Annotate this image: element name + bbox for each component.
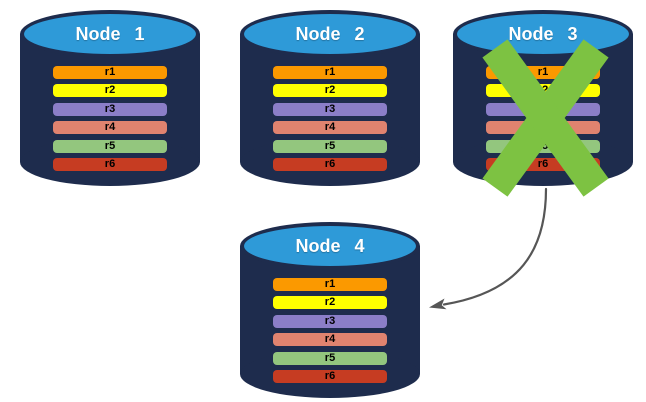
cylinder-top: Node 4 — [240, 222, 420, 270]
node-label: Node 3 — [508, 23, 578, 44]
record-bar-r1: r1 — [53, 66, 167, 79]
record-bar-r1: r1 — [273, 66, 387, 79]
record-bar-r2: r2 — [273, 84, 387, 98]
record-stack: r1 r2 r3 r4 r5 r6 — [273, 66, 387, 176]
record-bar-r5: r5 — [273, 139, 387, 153]
record-bar-r6: r6 — [273, 369, 387, 383]
record-bar-r4: r4 — [273, 121, 387, 135]
arrow-head-icon — [429, 298, 447, 310]
cylinder-top: Node 1 — [20, 10, 200, 58]
record-bar-r3: r3 — [53, 102, 167, 116]
node-1: Node 1 r1 r2 r3 r4 r5 r6 — [20, 8, 200, 186]
cylinder-top: Node 3 — [453, 10, 633, 58]
record-bar-r5: r5 — [273, 351, 387, 365]
record-bar-r3: r3 — [273, 102, 387, 116]
node-label: Node 2 — [295, 23, 365, 44]
node-2: Node 2 r1 r2 r3 r4 r5 r6 — [240, 8, 420, 186]
record-bar-r6: r6 — [273, 157, 387, 171]
record-bar-r3: r3 — [273, 314, 387, 328]
cylinder-top: Node 2 — [240, 10, 420, 58]
record-bar-r4: r4 — [273, 333, 387, 347]
record-bar-r4: r4 — [53, 121, 167, 135]
record-bar-r2: r2 — [53, 84, 167, 98]
record-stack: r1 r2 r3 r4 r5 r6 — [53, 66, 167, 176]
record-bar-r5: r5 — [53, 139, 167, 153]
record-stack: r1 r2 r3 r4 r5 r6 — [273, 278, 387, 388]
node-label: Node 4 — [295, 235, 365, 256]
record-bar-r1: r1 — [273, 278, 387, 291]
arrow-path — [442, 187, 548, 306]
failure-x-icon — [453, 8, 633, 197]
node-4: Node 4 r1 r2 r3 r4 r5 r6 — [240, 220, 420, 398]
record-bar-r6: r6 — [53, 157, 167, 171]
node-label: Node 1 — [75, 23, 145, 44]
node-3: Node 3 r1 r2 r3 r4 r5 r6 — [453, 8, 633, 197]
record-bar-r2: r2 — [273, 296, 387, 310]
